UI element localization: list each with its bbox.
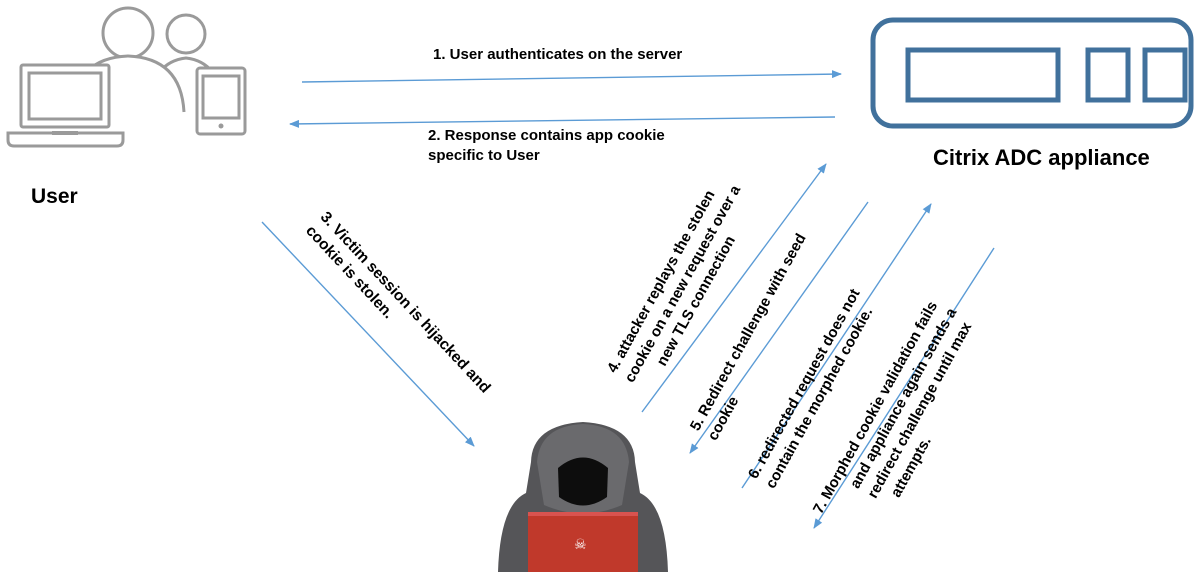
user-label: User [31, 185, 78, 208]
appliance-icon [870, 17, 1194, 129]
arrow-step-1 [301, 70, 842, 83]
attacker-icon [498, 422, 668, 572]
user-icon [6, 6, 247, 148]
appliance-label: Citrix ADC appliance [933, 145, 1150, 170]
arrow-step-7 [813, 247, 995, 529]
arrow-step-6 [741, 203, 932, 489]
step-2-line-1: 2. Response contains app cookie [428, 127, 665, 144]
step-1-label: 1. User authenticates on the server [433, 46, 683, 63]
skull-badge-icon: ☠ [574, 536, 587, 552]
arrow-step-4 [641, 163, 827, 413]
laptop-icon [528, 512, 638, 572]
step-2-label: 2. Response contains app cookie specific… [428, 126, 665, 166]
step-2-line-2: specific to User [428, 147, 540, 164]
arrow-step-3 [261, 221, 475, 447]
arrow-step-2 [289, 116, 836, 128]
arrow-step-5 [689, 201, 869, 454]
